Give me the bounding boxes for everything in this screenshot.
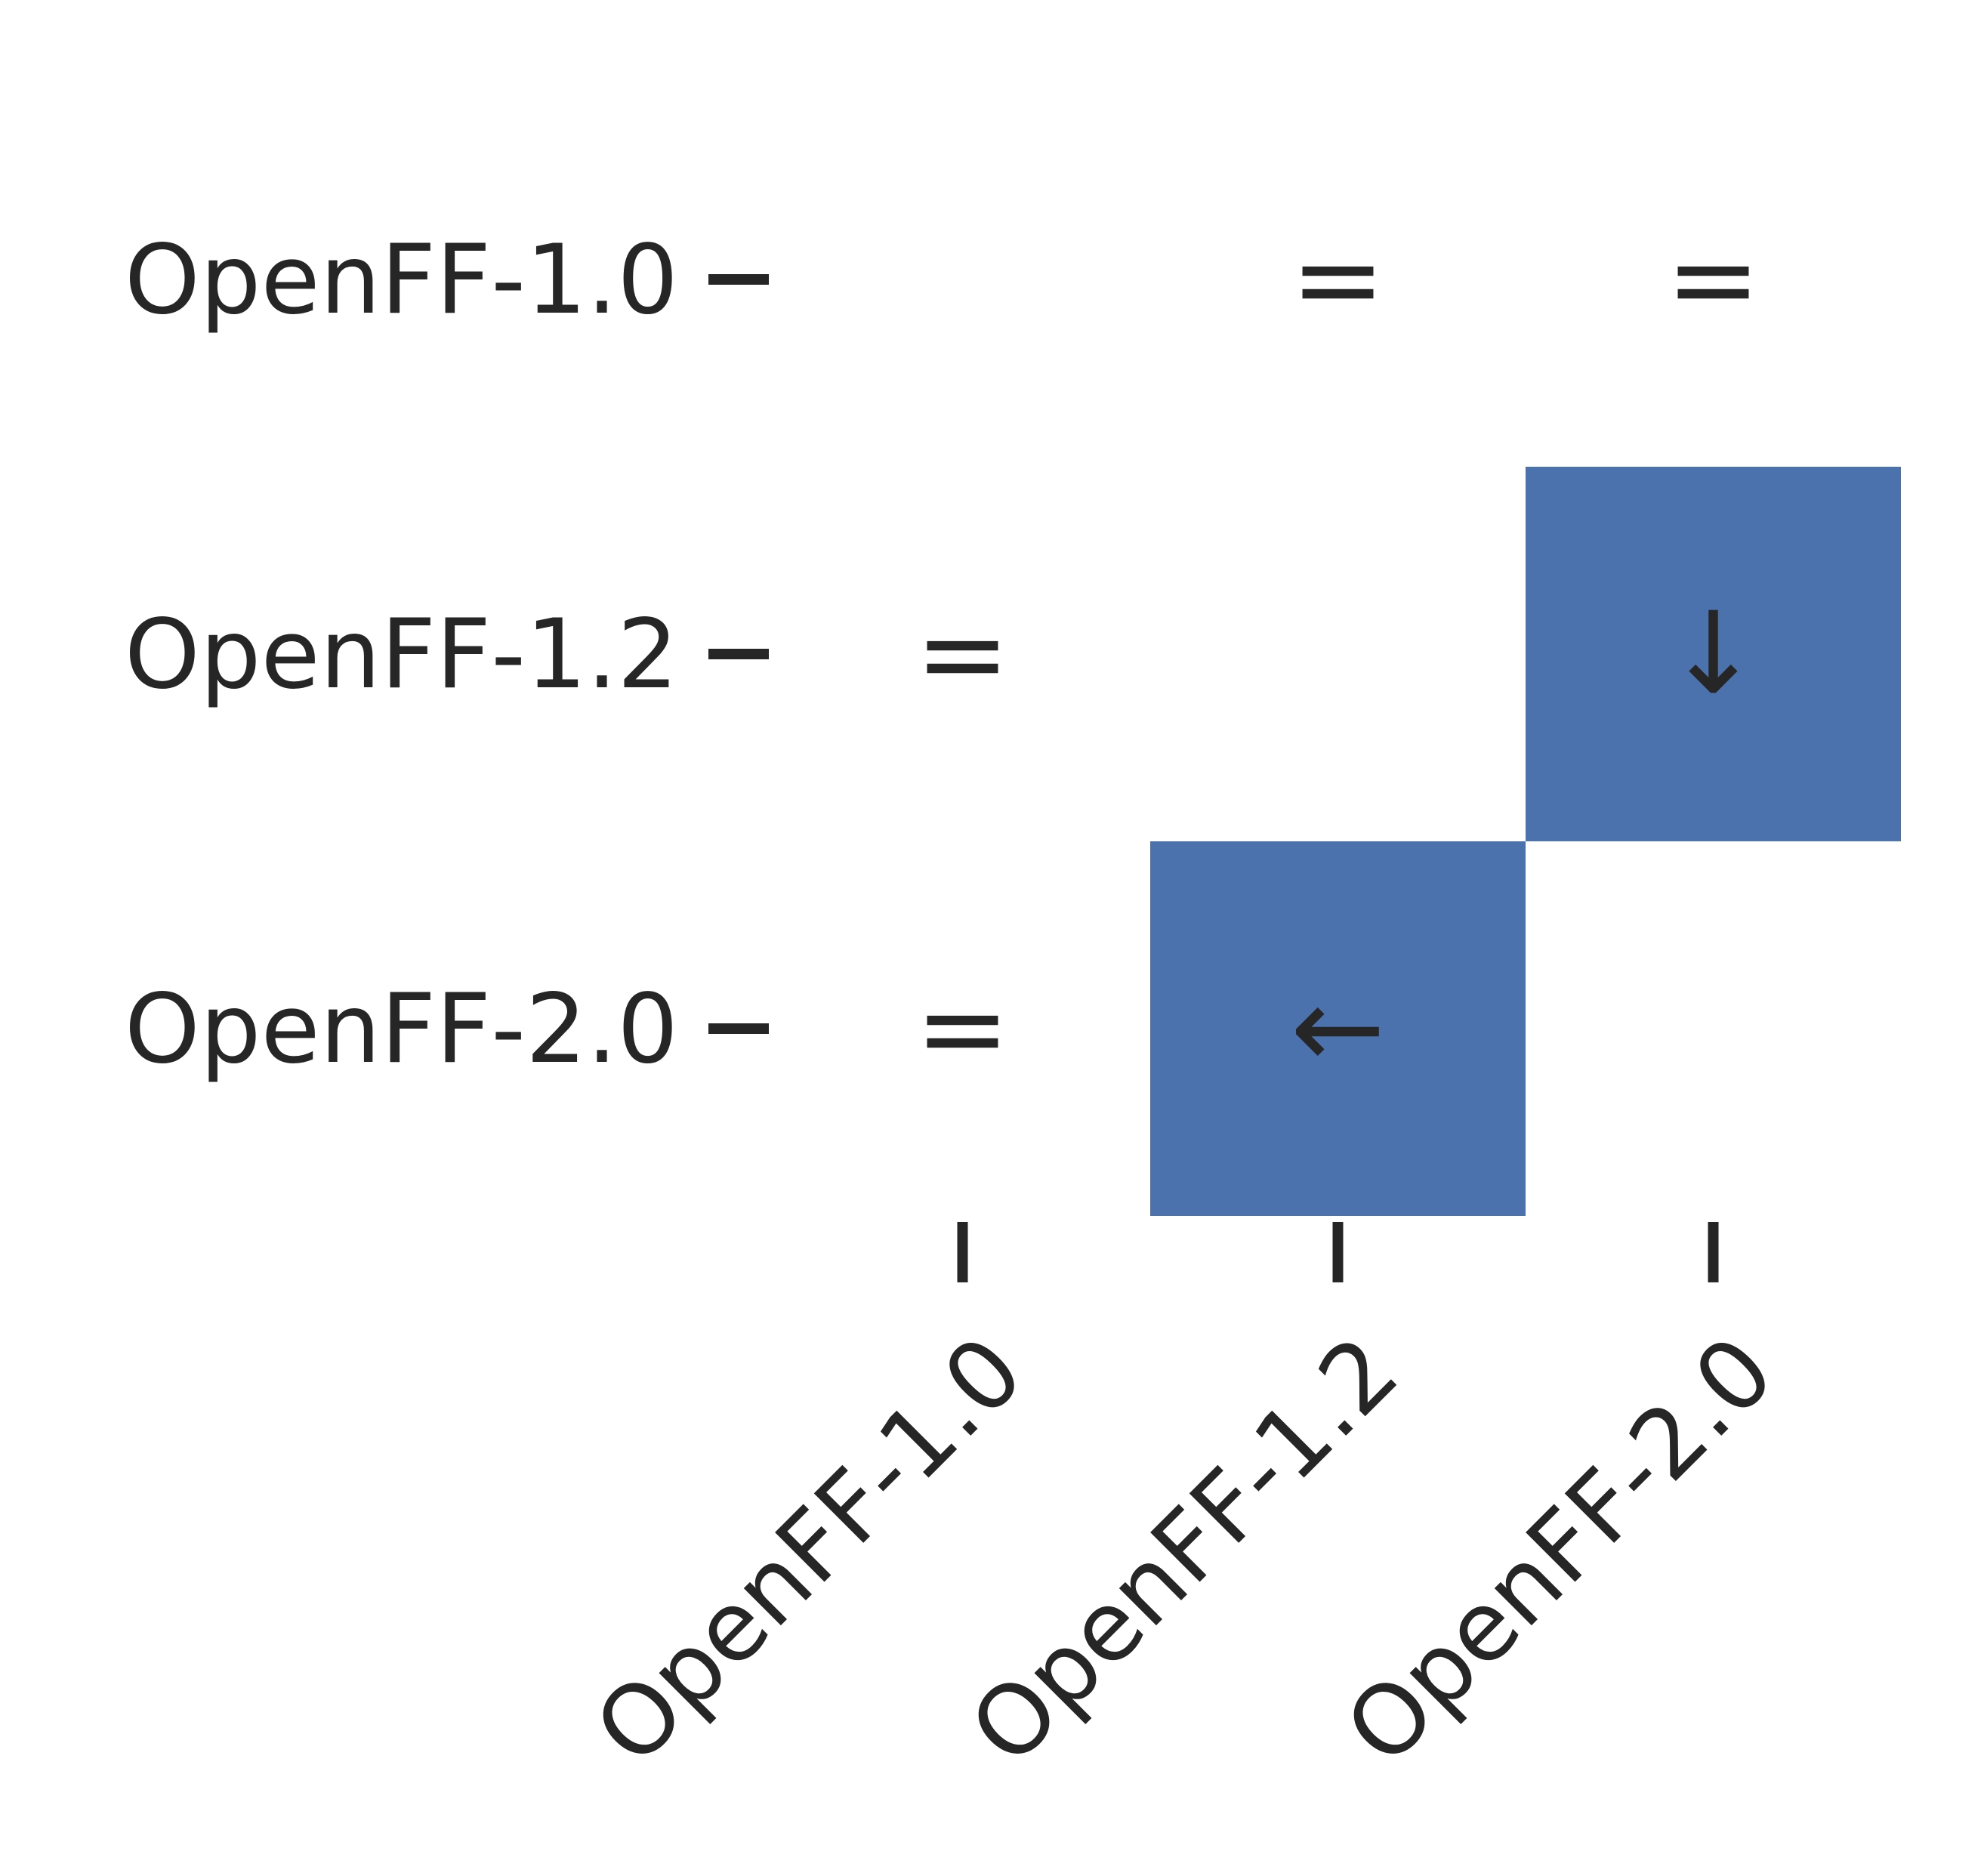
heatmap-cell-0-0 xyxy=(775,92,1150,467)
y-tick-label-1: OpenFF-1.2 xyxy=(125,598,678,710)
cell-symbol-1-0: = xyxy=(915,588,1011,720)
heatmap-cell-2-2 xyxy=(1526,841,1901,1216)
heatmap-cell-0-1 xyxy=(1150,92,1526,467)
heatmap-cell-1-2 xyxy=(1526,467,1901,841)
heatmap-cell-0-2 xyxy=(1526,92,1901,467)
cell-symbol-0-2: = xyxy=(1666,214,1761,345)
heatmap-cell-1-0 xyxy=(775,467,1150,841)
cell-symbol-2-0: = xyxy=(915,963,1011,1094)
cell-symbol-2-1: ← xyxy=(1291,963,1386,1094)
heatmap-cell-1-1 xyxy=(1150,467,1526,841)
heatmap-symbols: = = = ↓ = ← xyxy=(915,214,1761,1094)
cell-symbol-1-2: ↓ xyxy=(1666,588,1761,720)
y-tick-label-2: OpenFF-2.0 xyxy=(125,973,678,1085)
cell-symbol-0-1: = xyxy=(1291,214,1386,345)
heatmap-cell-2-1 xyxy=(1150,841,1526,1216)
y-tick-label-0: OpenFF-1.0 xyxy=(125,224,678,335)
heatmap-cells xyxy=(775,92,1901,1216)
heatmap-cell-2-0 xyxy=(775,841,1150,1216)
